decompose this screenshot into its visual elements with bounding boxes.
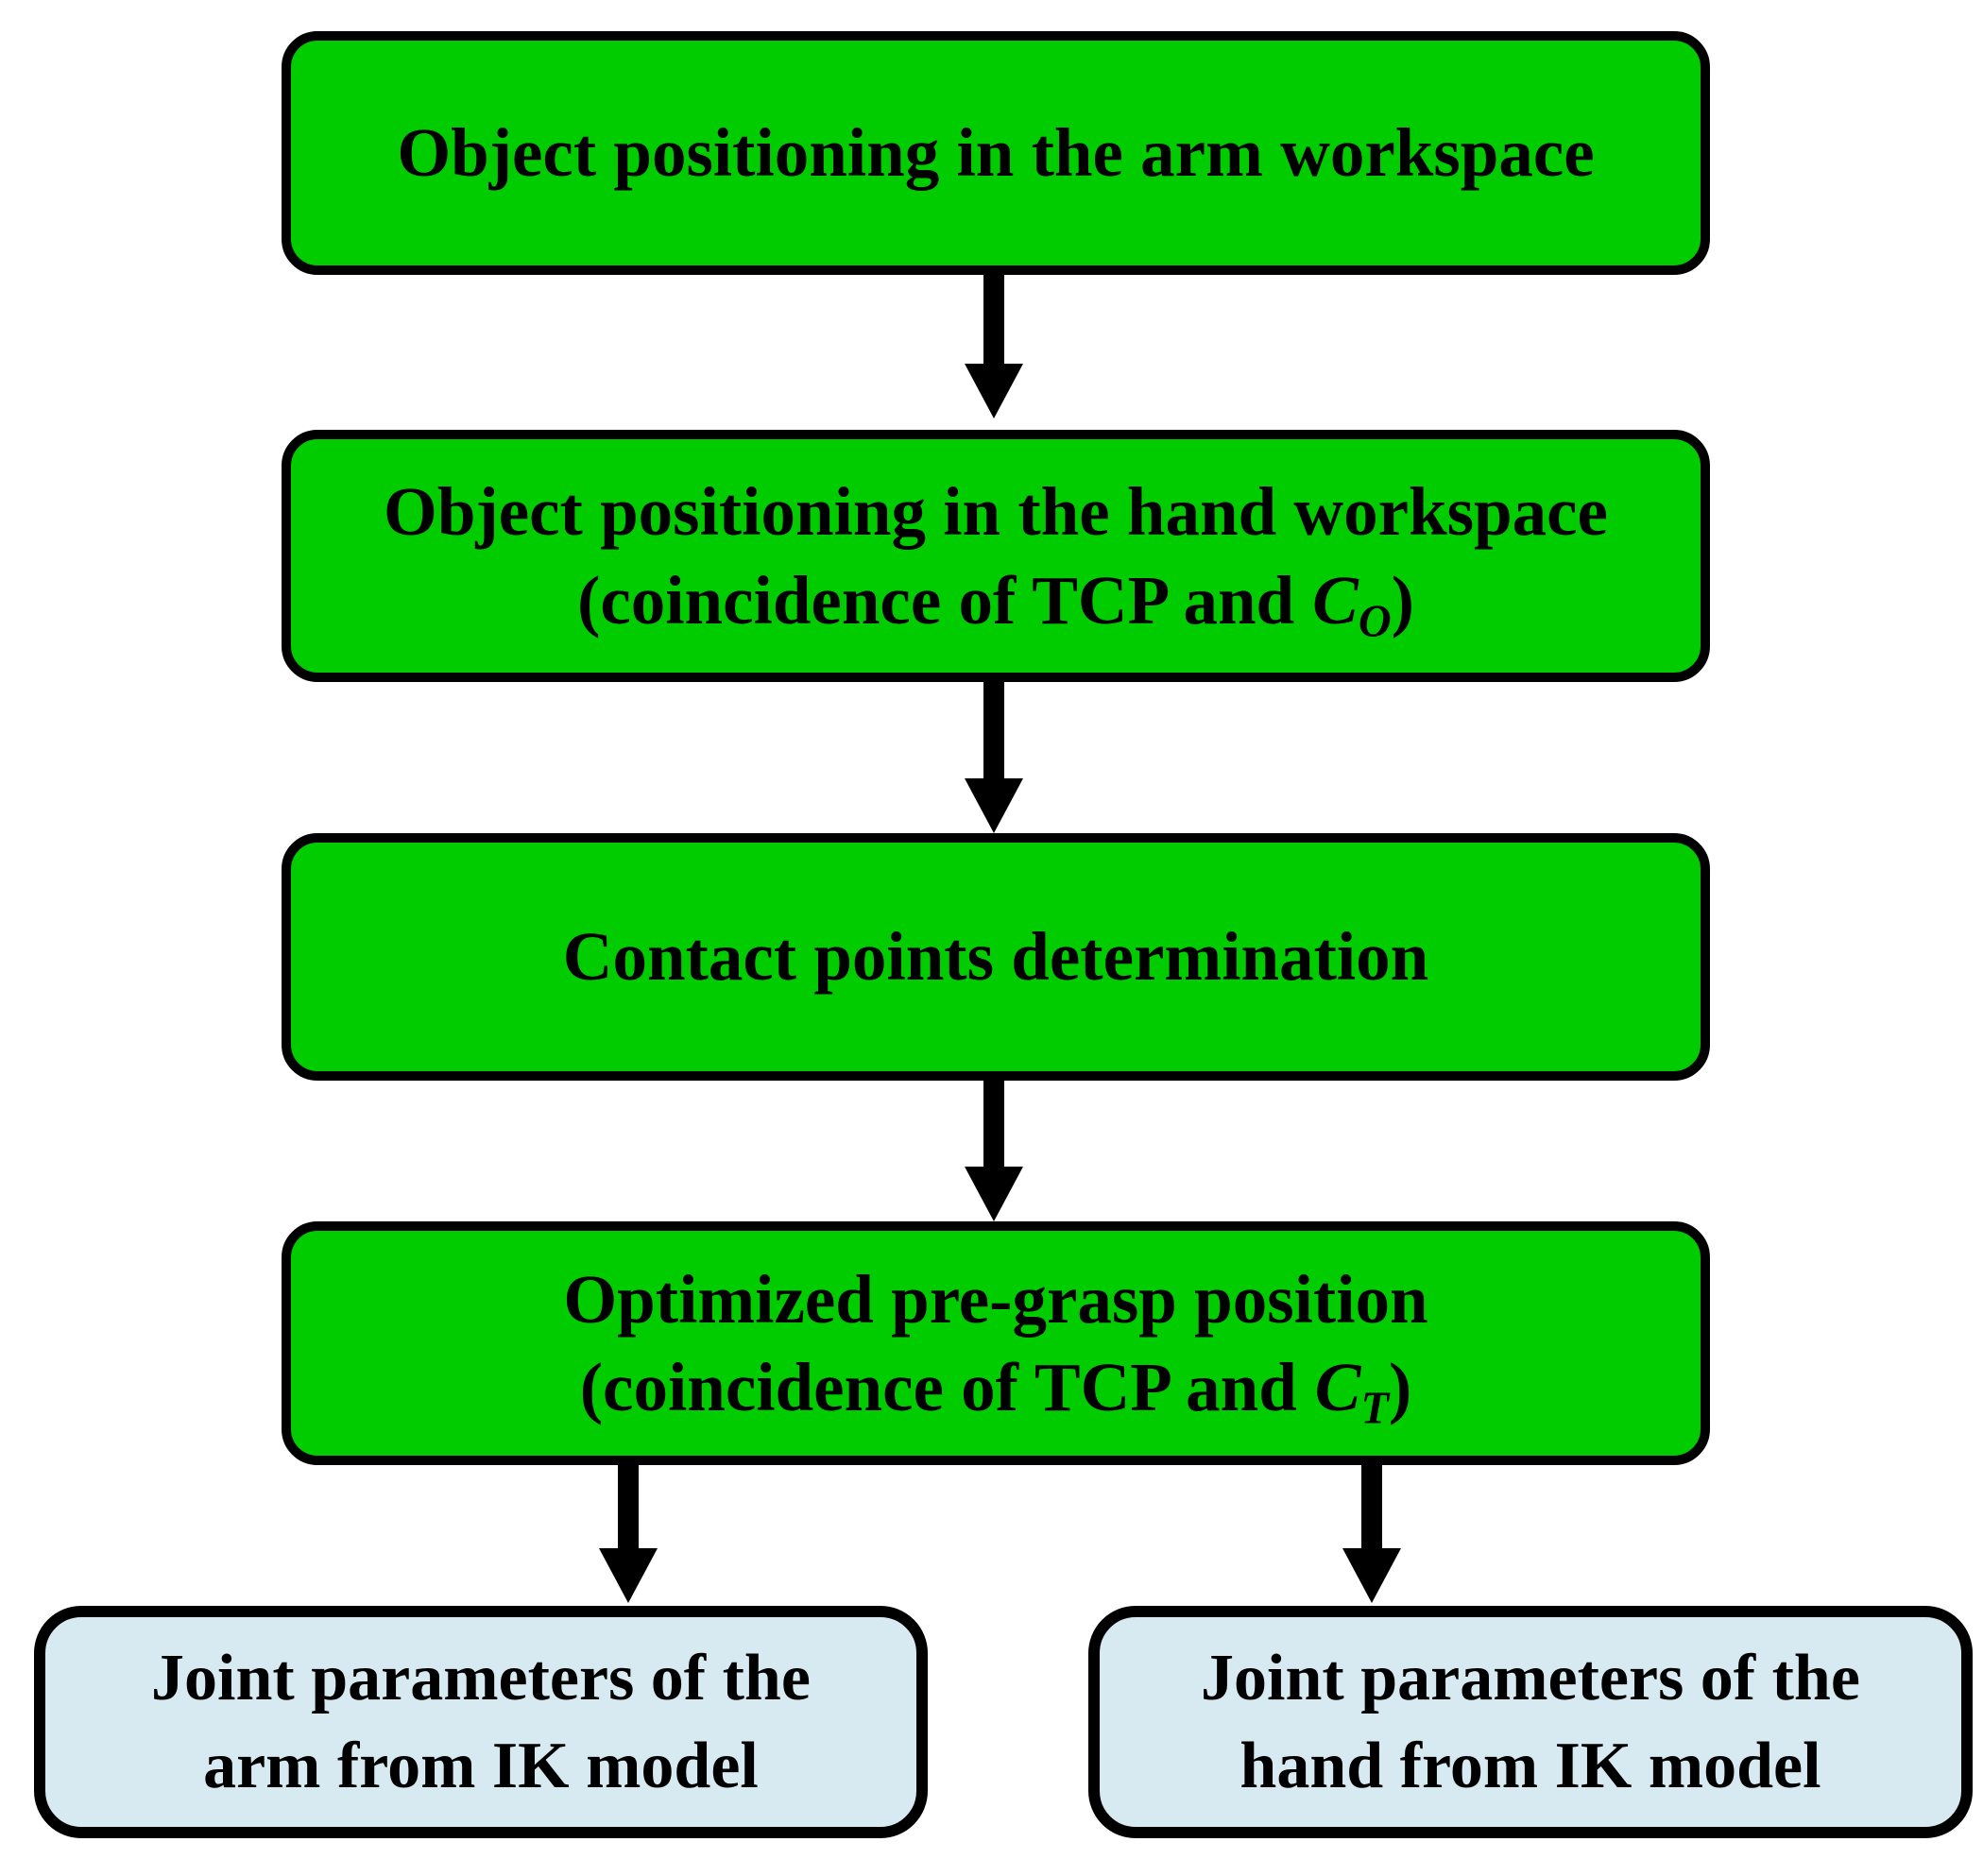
arrow-head-icon: [965, 1167, 1023, 1221]
arrow-head-icon: [965, 364, 1023, 418]
result-left-line2: arm from IK model: [203, 1730, 759, 1802]
result-right-line1: Joint parameters of the: [1201, 1641, 1860, 1714]
step4-label-line1: Optimized pre-grasp position: [563, 1260, 1428, 1338]
process-box-contact-points: Contact points determination: [282, 833, 1710, 1081]
result-left-line1: Joint parameters of the: [151, 1641, 811, 1714]
result-box-arm-ik: Joint parameters of the arm from IK mode…: [34, 1606, 928, 1838]
arrow-shaft: [983, 1081, 1004, 1167]
result-right-line2: hand from IK model: [1239, 1730, 1821, 1802]
arrow-shaft: [983, 682, 1004, 778]
arrow-down-1: [965, 275, 1023, 418]
math-subscript-o: O: [1358, 595, 1392, 646]
math-symbol-c: C: [1314, 1349, 1361, 1425]
arrow-head-icon: [599, 1548, 658, 1603]
step4-line2-prefix: (coincidence of TCP and: [579, 1349, 1297, 1425]
step2-line2-prefix: (coincidence of TCP and: [577, 561, 1295, 639]
process-box-pregrasp-position: Optimized pre-grasp position (coincidenc…: [282, 1221, 1710, 1465]
arrow-down-3: [965, 1081, 1023, 1221]
arrow-split-left: [599, 1465, 658, 1603]
arrow-split-right: [1342, 1465, 1401, 1603]
arrow-head-icon: [965, 778, 1023, 833]
process-box-object-positioning-arm: Object positioning in the arm workspace: [282, 31, 1710, 275]
math-subscript-t: T: [1360, 1383, 1389, 1434]
step1-label: Object positioning in the arm workspace: [397, 114, 1595, 192]
arrow-shaft: [618, 1465, 639, 1548]
arrow-shaft: [983, 275, 1004, 364]
arrow-down-2: [965, 682, 1023, 833]
step2-label-line1: Object positioning in the hand workspace: [384, 473, 1608, 551]
arrow-shaft: [1361, 1465, 1382, 1548]
step3-label: Contact points determination: [562, 918, 1429, 996]
process-box-object-positioning-hand: Object positioning in the hand workspace…: [282, 430, 1710, 682]
arrow-head-icon: [1342, 1548, 1401, 1603]
step2-line2-suffix: ): [1391, 561, 1414, 639]
math-symbol-c: C: [1312, 561, 1359, 639]
step4-line2-suffix: ): [1388, 1349, 1412, 1425]
result-box-hand-ik: Joint parameters of the hand from IK mod…: [1088, 1606, 1973, 1838]
